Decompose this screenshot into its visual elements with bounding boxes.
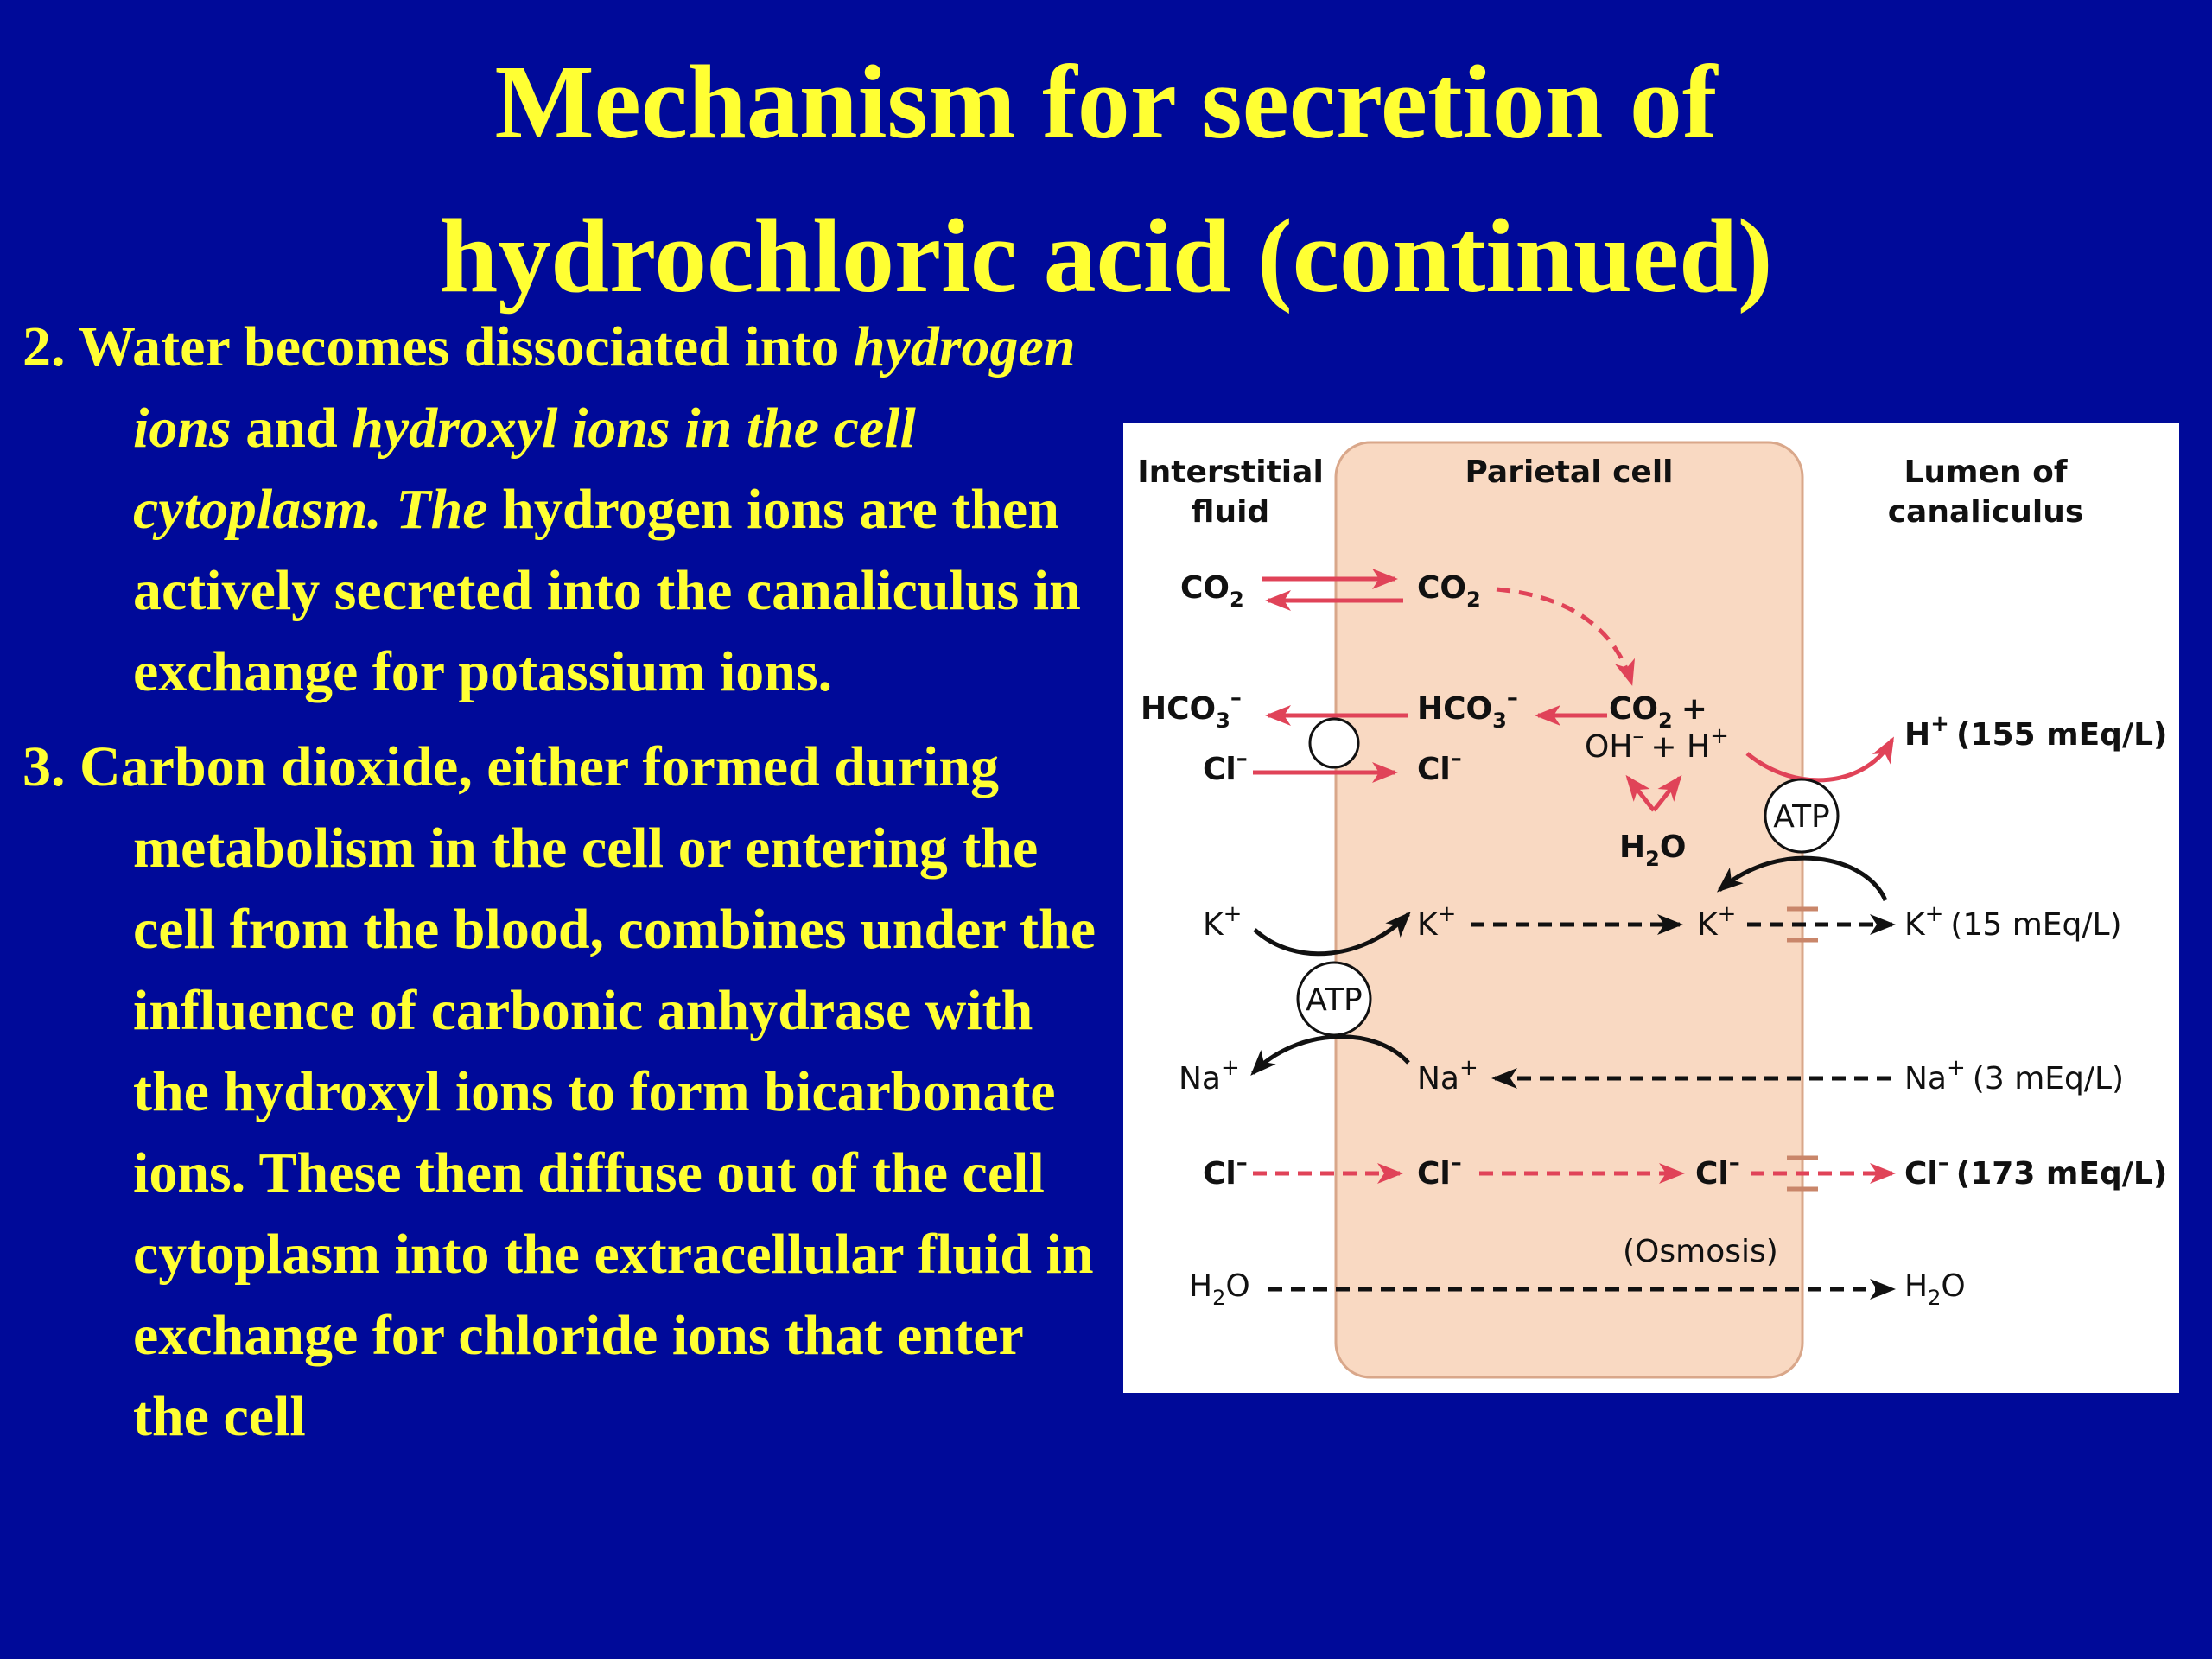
header-parietal-cell: Parietal cell xyxy=(1465,454,1673,490)
h2o-lumen: H2O xyxy=(1904,1268,1966,1310)
diagram-svg: Interstitial fluid Parietal cell Lumen o… xyxy=(1137,441,2167,1379)
cl-cell-2: Cl– xyxy=(1417,1150,1462,1192)
atp-label-basal: ATP xyxy=(1306,982,1363,1018)
point-3: 3. Carbon dioxide, either formed during … xyxy=(22,727,1111,1458)
cl-interstitial-2: Cl– xyxy=(1203,1150,1248,1192)
body-text: 2. Water becomes dissociated into hydrog… xyxy=(22,307,1111,1471)
point-2-number: 2. xyxy=(22,315,66,378)
point-3-number: 3. xyxy=(22,735,66,798)
h-lumen: H+(155 mEq/L) xyxy=(1904,711,2167,753)
oh-h-products: OH–+ H+ xyxy=(1585,723,1729,765)
h2o-interstitial: H2O xyxy=(1189,1268,1250,1310)
hco3-cell: HCO3– xyxy=(1417,685,1518,733)
k-interstitial: K+ xyxy=(1203,901,1242,943)
water-to-oh-arrow xyxy=(1625,774,1656,812)
point-2-text-a: Water becomes dissociated into xyxy=(78,315,840,378)
point-3-text: Carbon dioxide, either formed during met… xyxy=(79,735,1096,1448)
na-cell: Na+ xyxy=(1417,1055,1478,1096)
point-2-and: and xyxy=(245,397,338,460)
point-2-hydrogen-ions: hydrogen ions xyxy=(133,315,1076,460)
na-interstitial: Na+ xyxy=(1179,1055,1240,1096)
k-channel-icon xyxy=(1787,906,1818,943)
slide-title: Mechanism for secretion of hydrochloric … xyxy=(0,26,2212,334)
water-to-h-arrow xyxy=(1652,774,1682,812)
na-extrusion-arrow xyxy=(1250,1034,1410,1076)
atp-label-apical: ATP xyxy=(1773,799,1830,835)
k-lumen: K+(15 mEq/L) xyxy=(1904,901,2122,943)
cl-cell-1: Cl– xyxy=(1417,746,1462,787)
k-cell-2: K+ xyxy=(1697,901,1736,943)
co2-interstitial: CO2 xyxy=(1180,570,1244,612)
title-line-2: hydrochloric acid (continued) xyxy=(439,198,1773,315)
h2o-cell: H2O xyxy=(1619,830,1686,871)
exchanger-circle xyxy=(1308,717,1360,769)
co2-reactant: CO2+ xyxy=(1609,691,1707,733)
osmosis-label: (Osmosis) xyxy=(1623,1234,1778,1269)
cl-channel-icon xyxy=(1787,1155,1818,1192)
k-uptake-arrow-basal xyxy=(1253,912,1411,957)
k-uptake-arrow-apical xyxy=(1716,855,1888,902)
point-2: 2. Water becomes dissociated into hydrog… xyxy=(22,307,1111,713)
header-interstitial-1: Interstitial xyxy=(1137,454,1324,490)
h-secretion-arrow xyxy=(1745,736,1895,783)
na-lumen: Na+(3 mEq/L) xyxy=(1904,1055,2124,1096)
co2-to-reaction-arrow xyxy=(1496,587,1636,686)
hcl-secretion-diagram: Interstitial fluid Parietal cell Lumen o… xyxy=(1123,423,2179,1393)
header-interstitial-2: fluid xyxy=(1192,494,1269,530)
point-2-text-e: hydrogen ions are then actively secreted… xyxy=(133,478,1081,703)
co2-cell: CO2 xyxy=(1417,570,1481,612)
header-lumen-2: canaliculus xyxy=(1888,494,2084,530)
cl-cell-3: Cl– xyxy=(1695,1150,1740,1192)
cl-lumen: Cl–(173 mEq/L) xyxy=(1904,1150,2167,1192)
hco3-interstitial: HCO3– xyxy=(1141,685,1242,733)
k-cell-1: K+ xyxy=(1417,901,1456,943)
point-2-hydroxyl-ions: hydroxyl ions in the cell cytoplasm. The xyxy=(133,397,916,541)
title-line-1: Mechanism for secretion of xyxy=(494,44,1718,161)
atp-circle-apical xyxy=(1764,778,1840,854)
cl-interstitial-1: Cl– xyxy=(1203,746,1248,787)
header-lumen-1: Lumen of xyxy=(1904,454,2067,490)
